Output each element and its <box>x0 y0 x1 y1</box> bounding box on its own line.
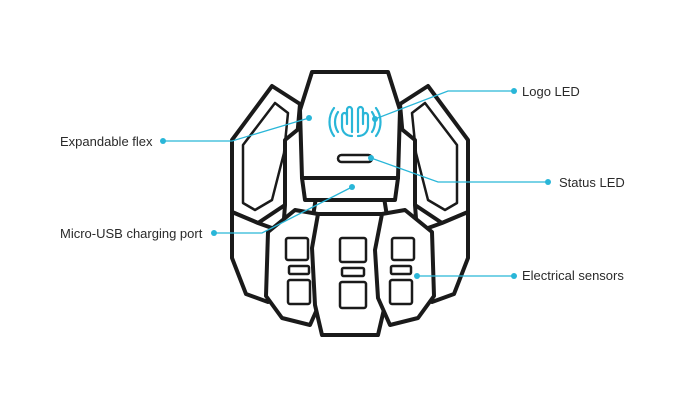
label-status-led: Status LED <box>559 175 625 190</box>
callout-dot-expandable-flex <box>306 115 312 121</box>
wireless-hands-icon <box>328 105 382 138</box>
center-sensor-pad-bottom <box>338 280 368 310</box>
right-sensor-pad-top <box>390 236 416 262</box>
callout-line-micro-usb <box>214 186 353 234</box>
callout-dot-status-led <box>368 155 374 161</box>
callout-dot-logo-led <box>372 116 378 122</box>
label-logo-led: Logo LED <box>522 84 580 99</box>
callout-dot-logo-led-end <box>511 88 517 94</box>
label-micro-usb-charging-port: Micro-USB charging port <box>60 226 203 241</box>
left-sensor-pad-bottom <box>286 278 312 306</box>
center-sensor-pad-mid <box>340 266 366 278</box>
callout-line-expandable-flex <box>163 117 310 142</box>
right-sensor-module <box>373 208 436 327</box>
callout-dot-micro-usb <box>349 184 355 190</box>
callout-dot-electrical-sensors-end <box>511 273 517 279</box>
right-sensor-pad-mid <box>389 264 413 276</box>
label-electrical-sensors: Electrical sensors <box>522 268 624 283</box>
left-sensor-pad-mid <box>287 264 311 276</box>
left-sensor-pad-top <box>284 236 310 262</box>
left-outer-wing-inner <box>241 101 290 212</box>
center-sensor-pad-top <box>338 236 368 264</box>
callout-line-logo-led <box>374 90 514 120</box>
callout-dot-electrical-sensors <box>414 273 420 279</box>
callout-dot-micro-usb-end <box>211 230 217 236</box>
status-led-bar <box>336 153 374 164</box>
label-expandable-flex: Expandable flex <box>60 134 153 149</box>
callout-dot-status-led-end <box>545 179 551 185</box>
right-sensor-pad-bottom <box>388 278 414 306</box>
callout-line-status-led <box>370 157 548 183</box>
callout-dot-expandable-flex-end <box>160 138 166 144</box>
